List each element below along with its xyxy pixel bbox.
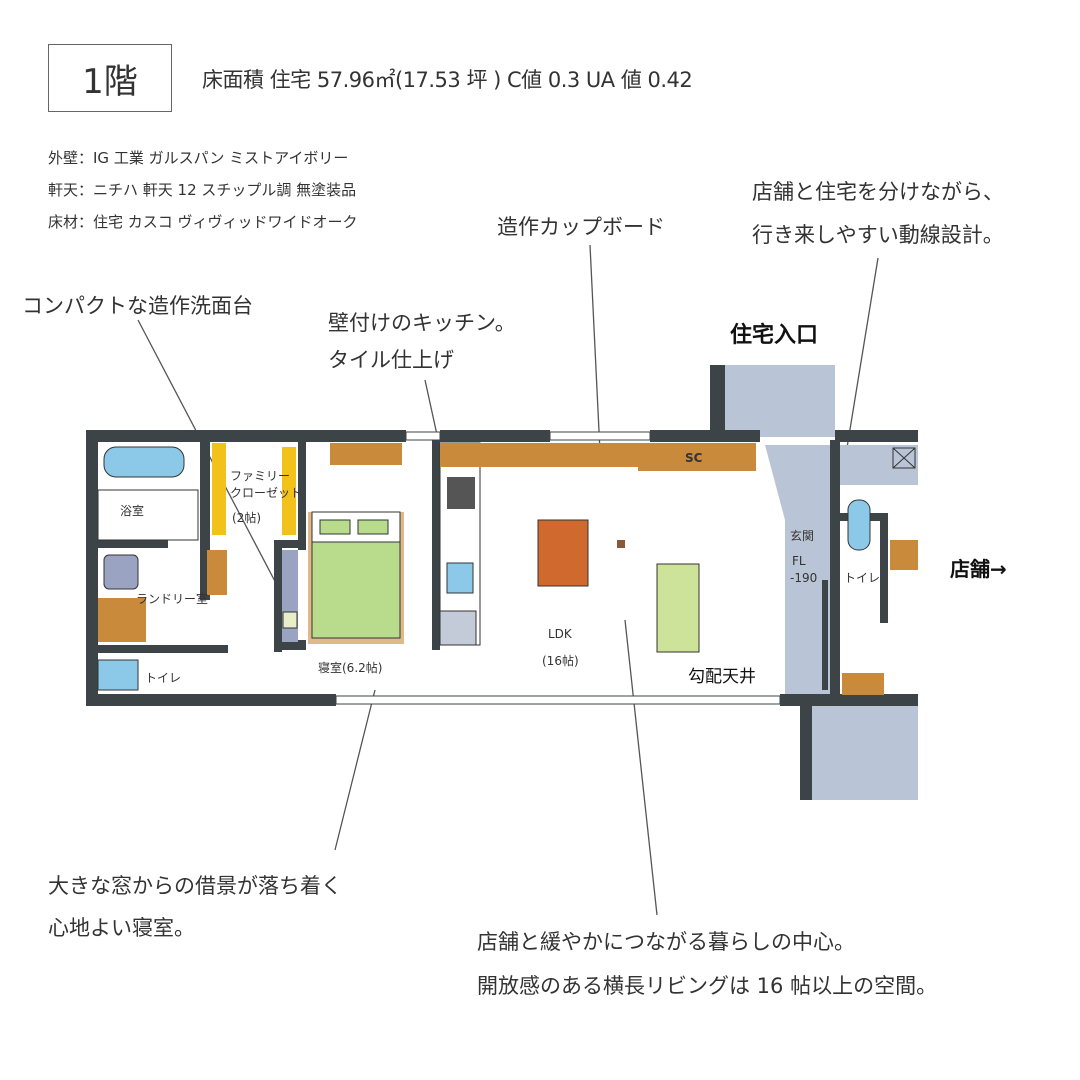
shop-corridor bbox=[838, 445, 918, 485]
genkan-floor bbox=[765, 445, 835, 700]
vent-icon bbox=[892, 447, 916, 469]
note-washbasin: コンパクトな造作洗面台 bbox=[22, 294, 253, 318]
floor-spec: 床面積 住宅 57.96㎡(17.53 坪 ) C値 0.3 UA 値 0.42 bbox=[202, 68, 693, 92]
note-living-2: 開放感のある横長リビングは 16 帖以上の空間。 bbox=[477, 974, 938, 998]
sofa bbox=[656, 563, 700, 653]
sink bbox=[446, 562, 474, 594]
note-bedroom-2: 心地よい寝室。 bbox=[48, 916, 195, 940]
note-circulation-1: 店舗と住宅を分けながら、 bbox=[752, 180, 1004, 204]
ldk-size: (16帖) bbox=[542, 653, 579, 668]
sc-label: SC bbox=[685, 451, 703, 465]
bath-label: 浴室 bbox=[120, 503, 144, 518]
house-entrance-label: 住宅入口 bbox=[730, 323, 819, 348]
note-kitchen-1: 壁付けのキッチン。 bbox=[328, 311, 516, 335]
note-bedroom-1: 大きな窓からの借景が落ち着く bbox=[48, 874, 342, 898]
closet-rod-left bbox=[212, 443, 226, 535]
genkan-label: 玄関 bbox=[790, 528, 814, 543]
closet-label-2: クローゼット bbox=[230, 486, 302, 500]
material-soffit: 軒天：ニチハ 軒天 12 スチップル調 無塗装品 bbox=[48, 181, 357, 199]
note-living-1: 店舗と緩やかにつながる暮らしの中心。 bbox=[477, 930, 855, 954]
toilet2-fixture bbox=[847, 499, 871, 551]
laundry-label: ランドリー室 bbox=[136, 591, 208, 606]
shop-floor bbox=[800, 700, 918, 800]
bedroom-label: 寝室(6.2帖) bbox=[318, 660, 382, 675]
material-floor: 床材：住宅 カスコ ヴィヴィッドワイドオーク bbox=[48, 213, 358, 231]
note-cupboard: 造作カップボード bbox=[497, 215, 665, 239]
toilet1-label: トイレ bbox=[145, 671, 181, 685]
bath-area bbox=[97, 489, 199, 541]
dining-table bbox=[537, 519, 589, 587]
material-exterior: 外壁：IG 工業 ガルスパン ミストアイボリー bbox=[48, 149, 349, 167]
entrance-porch bbox=[725, 365, 835, 437]
washbasin-icon bbox=[282, 611, 298, 629]
bathtub bbox=[103, 446, 185, 478]
vent-cross-2 bbox=[892, 447, 916, 469]
toilet1-fixture bbox=[97, 659, 139, 691]
toilet2-label: トイレ bbox=[844, 571, 880, 585]
shop-direction-label: 店舗→ bbox=[950, 557, 1007, 581]
walls bbox=[86, 365, 918, 800]
closet-label-1: ファミリー bbox=[230, 469, 290, 483]
bed bbox=[311, 541, 401, 639]
shelf bbox=[207, 550, 227, 595]
pillow-left bbox=[319, 519, 351, 535]
genkan-fl-value: -190 bbox=[790, 571, 817, 585]
pillow-right bbox=[357, 519, 389, 535]
cupboard bbox=[440, 443, 638, 467]
shop-counter bbox=[890, 540, 918, 570]
shoe-cabinet bbox=[842, 673, 884, 695]
floor-label: 1階 bbox=[48, 44, 172, 112]
closet-label-3: (2帖) bbox=[232, 510, 261, 525]
note-circulation-2: 行き来しやすい動線設計。 bbox=[752, 223, 1004, 247]
closet-rod-right bbox=[282, 447, 296, 535]
ldk-label: LDK bbox=[548, 627, 573, 641]
note-kitchen-2: タイル仕上げ bbox=[328, 348, 454, 372]
laundry-counter bbox=[98, 598, 146, 642]
windows bbox=[335, 431, 781, 705]
sloped-ceiling-label: 勾配天井 bbox=[688, 667, 756, 687]
bedroom-desk bbox=[330, 443, 402, 465]
cooktop bbox=[447, 477, 475, 509]
washing-machine bbox=[103, 554, 139, 590]
sc-storage bbox=[638, 443, 756, 471]
pillar bbox=[617, 540, 625, 548]
fridge bbox=[439, 610, 477, 646]
genkan-fl: FL bbox=[792, 554, 806, 568]
